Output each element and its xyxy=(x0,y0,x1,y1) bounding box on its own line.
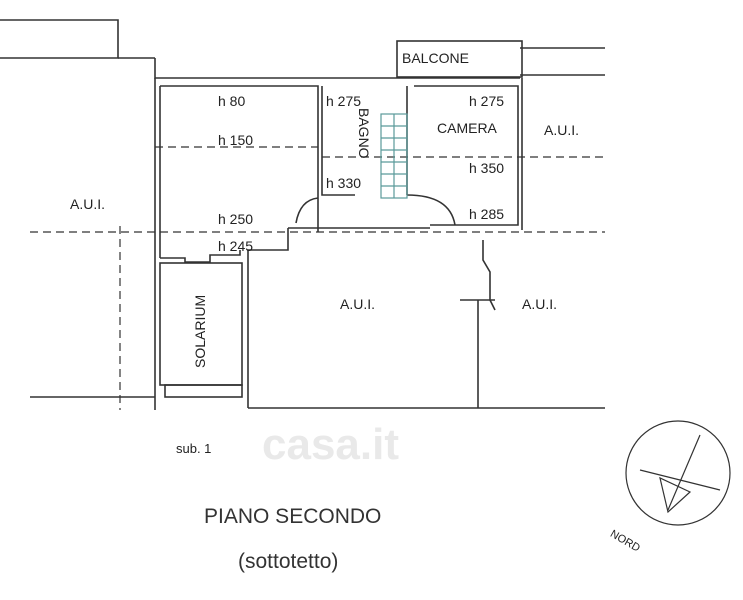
plan-subtitle: (sottotetto) xyxy=(238,550,339,573)
staircase xyxy=(380,113,408,199)
watermark-logo: casa.it xyxy=(262,420,399,469)
height-label: h 245 xyxy=(218,238,254,254)
height-label: h 80 xyxy=(218,93,246,109)
compass xyxy=(625,420,731,526)
height-label: h 275 xyxy=(326,93,362,109)
height-label: h 250 xyxy=(218,211,254,227)
room-label-aui-center: A.U.I. xyxy=(340,296,376,312)
height-label: h 330 xyxy=(326,175,362,191)
room-label-camera: CAMERA xyxy=(437,120,497,136)
height-label: h 285 xyxy=(469,206,505,222)
room-label-solarium: SOLARIUM xyxy=(192,294,208,368)
room-label-aui-right-bottom: A.U.I. xyxy=(522,296,558,312)
walls xyxy=(0,19,605,410)
room-label-aui-left: A.U.I. xyxy=(70,196,106,212)
height-label: h 350 xyxy=(469,160,505,176)
room-label-aui-right-top: A.U.I. xyxy=(544,122,580,138)
sub-label: sub. 1 xyxy=(176,441,212,456)
height-label: h 150 xyxy=(218,132,254,148)
plan-title: PIANO SECONDO xyxy=(204,505,382,528)
ceiling-height-lines xyxy=(30,146,605,410)
height-label: h 275 xyxy=(469,93,505,109)
room-label-bagno: BAGNO xyxy=(356,108,372,159)
room-label-balcone: BALCONE xyxy=(402,50,469,66)
